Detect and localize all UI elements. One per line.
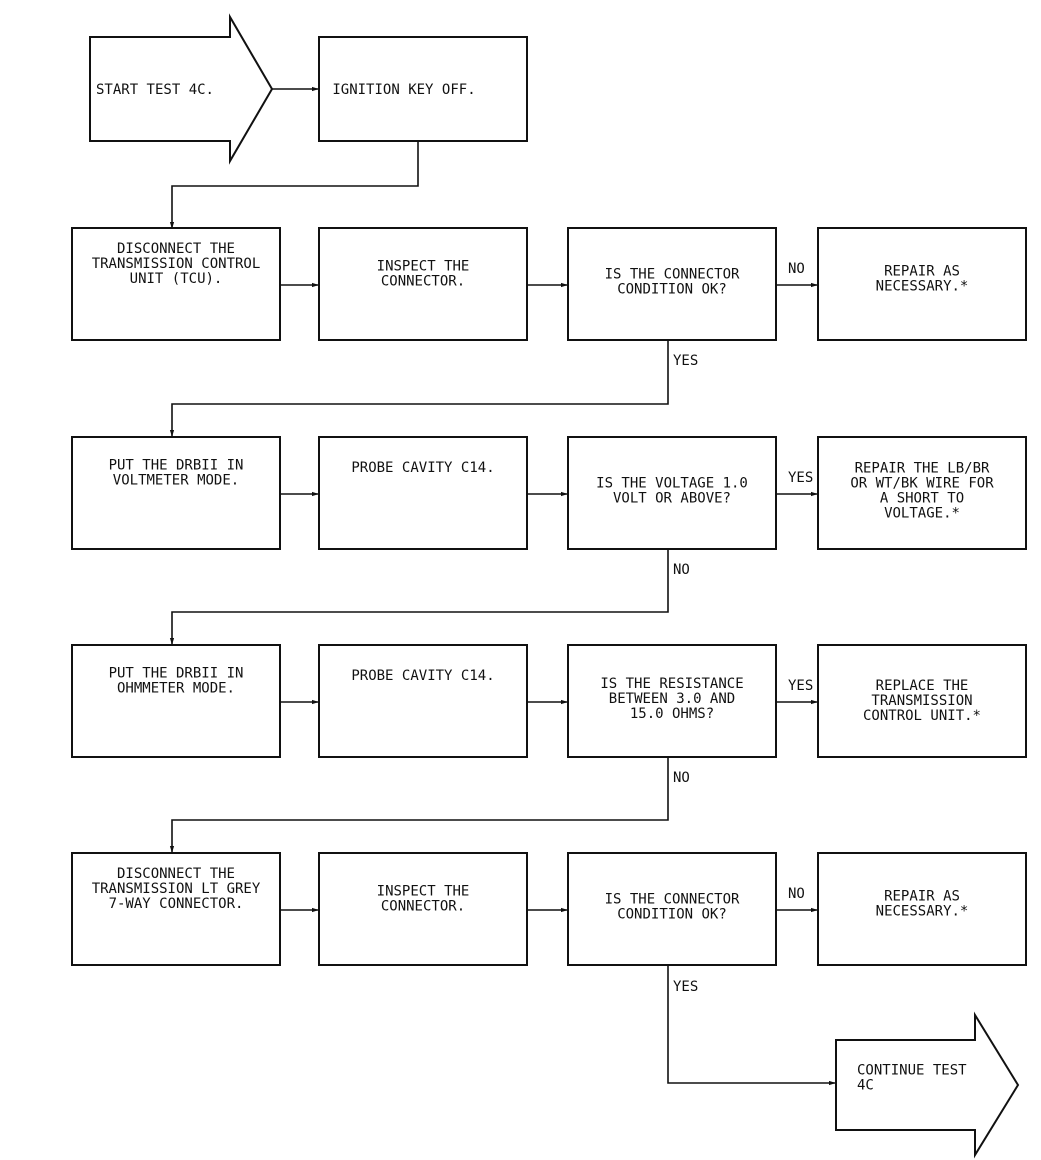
decision-row3-label-line: BETWEEN 3.0 AND: [609, 691, 735, 707]
result-row3-label-line: CONTROL UNIT.*: [863, 708, 981, 724]
result-row1-label-line: NECESSARY.*: [876, 279, 969, 295]
step-row3-b-label-line: PROBE CAVITY C14.: [351, 668, 494, 684]
branch-label-right-row3: YES: [788, 678, 813, 694]
result-row2-label-line: REPAIR THE LB/BR: [855, 461, 990, 477]
step-box-row1-a: [71, 227, 281, 341]
result-row2-label-line: A SHORT TO: [880, 491, 964, 507]
step-row2-b-label-line: PROBE CAVITY C14.: [351, 460, 494, 476]
step-box-row3-b: [318, 644, 528, 758]
step-box-row3-a: [71, 644, 281, 758]
decision-row2-label-line: IS THE VOLTAGE 1.0: [596, 476, 748, 492]
branch-label-right-row1: NO: [788, 261, 805, 277]
result-row3-label-line: REPLACE THE: [876, 678, 969, 694]
step-row3-a-label-line: PUT THE DRBII IN: [109, 666, 244, 682]
decision-box-row1: [567, 227, 777, 341]
result-row1-label-line: REPAIR AS: [884, 264, 960, 280]
result-row4-label-line: REPAIR AS: [884, 889, 960, 905]
result-box-row2: [817, 436, 1027, 550]
decision-row4-label-line: IS THE CONNECTOR: [605, 892, 740, 908]
step-box-row4-a: [71, 852, 281, 966]
step-row1-b-label-line: INSPECT THE: [377, 259, 470, 275]
continue-arrow-label-line: CONTINUE TEST: [857, 1063, 967, 1079]
branch-label-down-row2: NO: [673, 562, 690, 578]
decision-box-row2: [567, 436, 777, 550]
connector-row2-to-row3: [169, 549, 669, 645]
branch-label-down-row1: YES: [673, 353, 698, 369]
decision-row4-label-line: CONDITION OK?: [617, 907, 727, 923]
step-row1-a-label-line: UNIT (TCU).: [130, 271, 223, 287]
start-arrow-label-line: START TEST 4C.: [96, 82, 214, 98]
step-row4-b-label-line: CONNECTOR.: [381, 899, 465, 915]
step-row2-a-label-line: VOLTMETER MODE.: [113, 473, 239, 489]
decision-box-row3: [567, 644, 777, 758]
result-box-row3: [817, 644, 1027, 758]
start-arrow: [89, 13, 274, 165]
result-box-row4: [817, 852, 1027, 966]
step-row4-a-label-line: 7-WAY CONNECTOR.: [109, 896, 244, 912]
step-row4-a-label-line: TRANSMISSION LT GREY: [92, 881, 261, 897]
step-row4-b-label-line: INSPECT THE: [377, 884, 470, 900]
flowchart-labels: START TEST 4C. IGNITION KEY OFF. DISCONNEC…: [92, 82, 995, 1094]
step-ignition-key-off-label: IGNITION KEY OFF.: [332, 82, 475, 98]
decision-row1-label-line: CONDITION OK?: [617, 282, 727, 298]
step-row2-a-label-line: PUT THE DRBII IN: [109, 458, 244, 474]
start-arrow-label: START TEST 4C.: [96, 82, 214, 98]
result-box-row1: [817, 227, 1027, 341]
connector-row1-to-row2: [169, 340, 669, 437]
branch-label-right-row2: YES: [788, 470, 813, 486]
step-row3-b-label: PROBE CAVITY C14.: [351, 668, 494, 684]
step-row2-b-label: PROBE CAVITY C14.: [351, 460, 494, 476]
decision-row1-label-line: IS THE CONNECTOR: [605, 267, 740, 283]
branch-label-right-row4: NO: [788, 886, 805, 902]
decision-box-row4: [567, 852, 777, 966]
step-row1-b-label-line: CONNECTOR.: [381, 274, 465, 290]
step-row1-a-label-line: TRANSMISSION CONTROL: [92, 256, 261, 272]
step-box-row1-b: [318, 227, 528, 341]
result-row3-label-line: TRANSMISSION: [871, 693, 972, 709]
branch-label-down-row4: YES: [673, 979, 698, 995]
step-row1-a-label-line: DISCONNECT THE: [117, 241, 235, 257]
decision-row3-label-line: 15.0 OHMS?: [630, 706, 714, 722]
flowchart-connectors: [169, 86, 836, 1086]
connector-row3-to-row4: [169, 757, 669, 853]
connector-ignition-to-row1: [169, 141, 419, 229]
decision-row2-label-line: VOLT OR ABOVE?: [613, 491, 731, 507]
flowchart-shapes: [71, 13, 1027, 1159]
step-row3-a-label-line: OHMMETER MODE.: [117, 681, 235, 697]
result-row2-label-line: VOLTAGE.*: [884, 506, 960, 522]
step-box-row4-b: [318, 852, 528, 966]
connector-row4-to-continue: [667, 965, 836, 1086]
step-box-row2-a: [71, 436, 281, 550]
step-ignition-key-off-label-line: IGNITION KEY OFF.: [332, 82, 475, 98]
step-box-row2-b: [318, 436, 528, 550]
branch-label-down-row3: NO: [673, 770, 690, 786]
result-row2-label-line: OR WT/BK WIRE FOR: [850, 476, 994, 492]
decision-row3-label-line: IS THE RESISTANCE: [600, 676, 743, 692]
continue-arrow-label-line: 4C: [857, 1078, 874, 1094]
continue-arrow: [835, 1011, 1020, 1159]
result-row4-label-line: NECESSARY.*: [876, 904, 969, 920]
step-row4-a-label-line: DISCONNECT THE: [117, 866, 235, 882]
